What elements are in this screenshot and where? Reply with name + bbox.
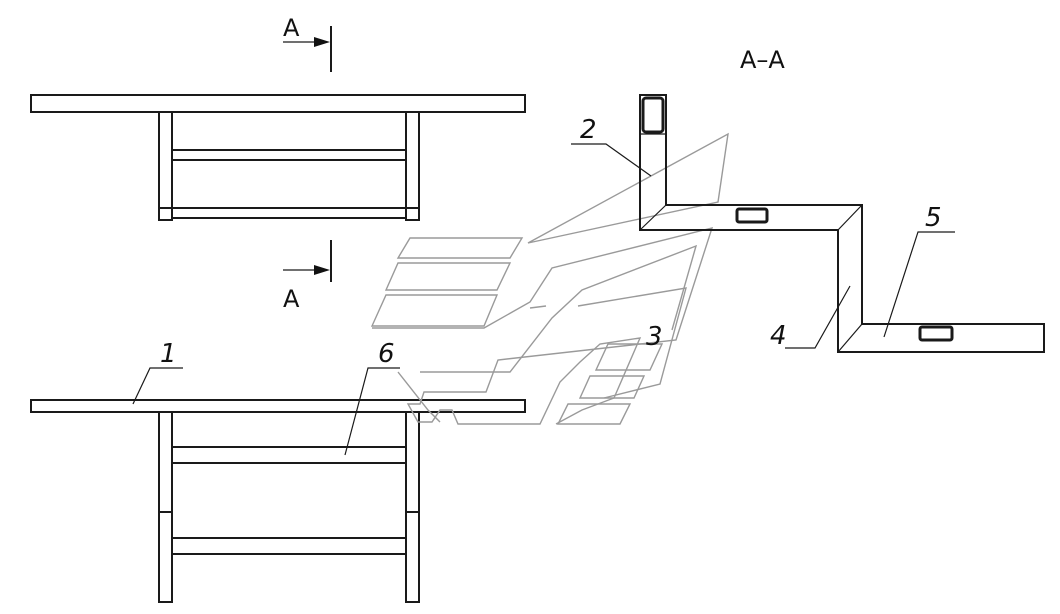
profile-slot-upper (735, 207, 769, 224)
view-arrow-head-upper (314, 37, 330, 47)
section-mark-lower: A (283, 240, 332, 313)
ghost-slat-2 (384, 262, 512, 291)
ghost-slat-4 (594, 343, 664, 371)
ghost-profile-mid (420, 244, 698, 373)
profile-bend-2 (837, 204, 863, 231)
top-view (30, 94, 526, 221)
front-view-right-leg (405, 411, 420, 603)
ghost-slat-6 (556, 403, 632, 425)
ghost-slat-1 (396, 237, 524, 259)
leader-2 (571, 143, 652, 177)
ghost-profile-left (397, 371, 441, 423)
leader-6 (344, 367, 400, 456)
bent-profile-outline (639, 94, 1045, 353)
profile-bend-3 (837, 323, 863, 353)
part-number-4: 4 (770, 321, 787, 351)
top-view-left-foot (158, 207, 173, 221)
ghost-profile-outer (372, 227, 714, 425)
front-view-lower-rail (171, 537, 407, 555)
part-number-3: 3 (646, 322, 663, 352)
part-number-6: 6 (378, 339, 395, 369)
ghost-overlay (370, 132, 729, 425)
front-view-upper-rail (171, 446, 407, 464)
top-view-lower-rail (171, 207, 407, 219)
leader-5 (883, 231, 955, 338)
profile-end-hole (641, 96, 665, 134)
leaders: 1 2 6 4 5 3 (132, 115, 955, 456)
section-letter-lower: A (283, 285, 300, 313)
ghost-profile-inner (577, 287, 687, 399)
part-number-1: 1 (160, 339, 177, 369)
profile-bend-1 (639, 204, 667, 231)
ghost-tick (529, 305, 547, 309)
leader-4 (785, 285, 851, 349)
front-view-left-leg (158, 411, 173, 603)
top-view-upper-rail (171, 149, 407, 161)
section-a-a-view: A–A (639, 46, 1045, 353)
top-view-right-foot (405, 207, 420, 221)
top-view-tabletop (30, 94, 526, 113)
front-view (30, 399, 526, 603)
front-view-tabletop (30, 399, 526, 413)
ghost-slat-3 (370, 294, 499, 327)
part-number-5: 5 (925, 203, 942, 233)
section-mark-upper: A (283, 14, 332, 72)
leader-1 (132, 367, 183, 405)
profile-slot-lower (918, 325, 954, 342)
part-number-2: 2 (580, 115, 597, 145)
ghost-slat-5 (578, 375, 646, 399)
section-letter-upper: A (283, 14, 300, 42)
top-view-right-leg (405, 111, 420, 221)
view-arrow-head-lower (314, 265, 330, 275)
section-title: A–A (740, 46, 785, 74)
top-view-left-leg (158, 111, 173, 221)
ghost-panel-back (527, 132, 729, 244)
